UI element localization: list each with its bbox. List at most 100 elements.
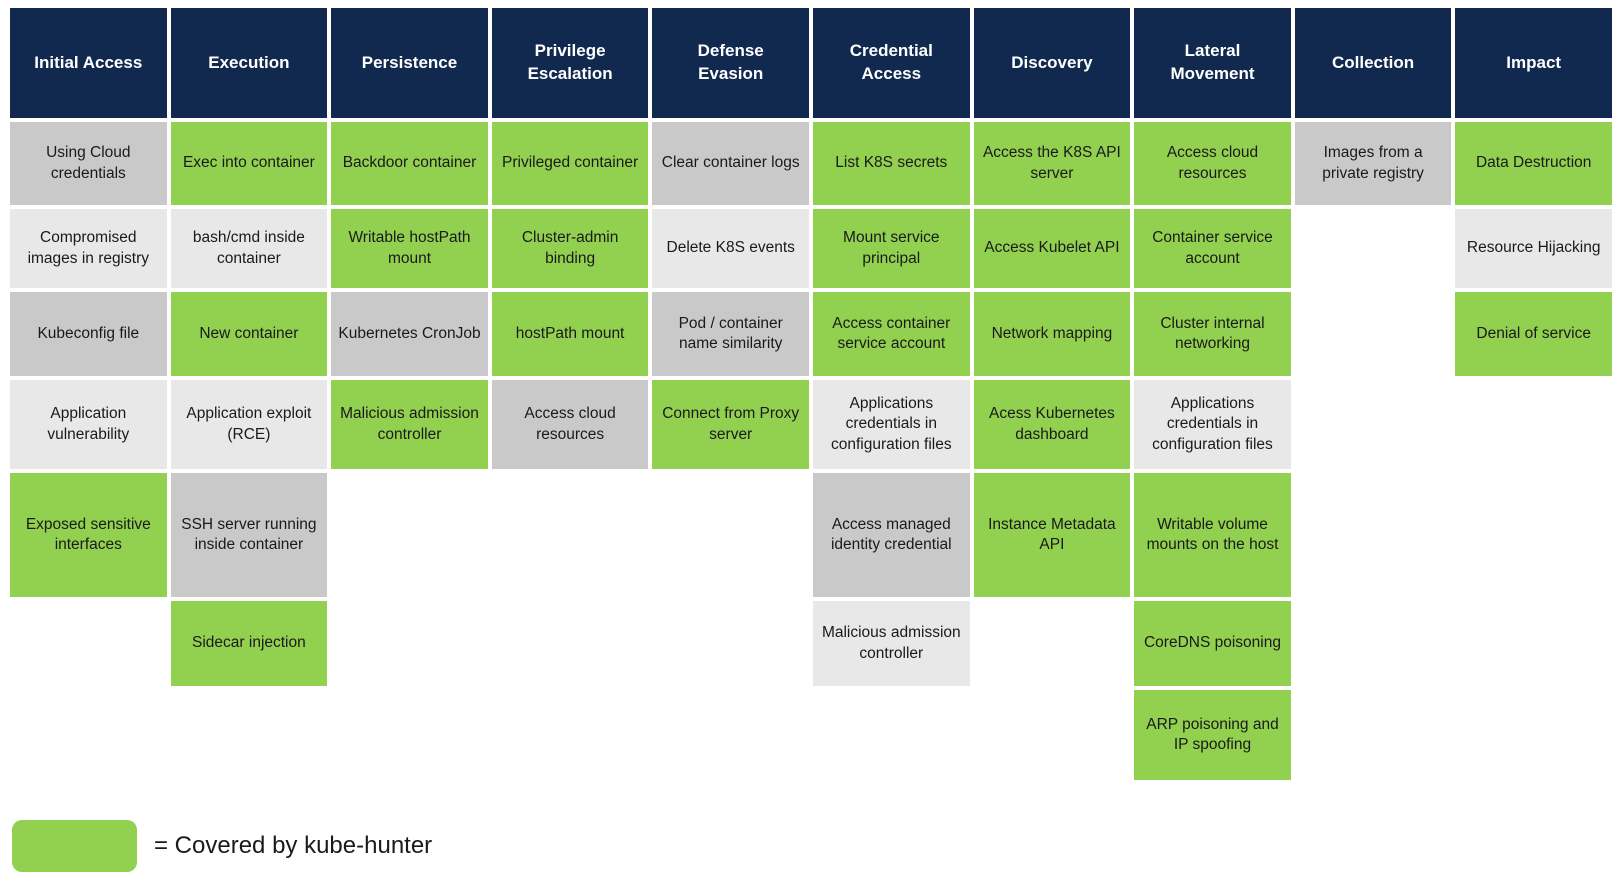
- technique-label: Container service account: [1152, 229, 1273, 267]
- technique-label: CoreDNS poisoning: [1143, 634, 1281, 652]
- technique-label: Data Destruction: [1475, 154, 1592, 172]
- technique-label: Images from a private registry: [1322, 144, 1424, 182]
- column-header-defense-evasion: Defense Evasion: [652, 8, 809, 118]
- technique-cell: Backdoor container: [331, 122, 488, 205]
- column-header-persistence: Persistence: [331, 8, 488, 118]
- technique-cell: Compromised images in registry: [10, 209, 167, 288]
- technique-cell: Connect from Proxy server: [652, 380, 809, 469]
- technique-cell: Applications credentials in configuratio…: [813, 380, 970, 469]
- technique-cell: Mount service principal: [813, 209, 970, 288]
- technique-label: Writable volume mounts on the host: [1146, 515, 1279, 553]
- technique-cell: Application exploit (RCE): [170, 380, 328, 469]
- technique-label: Delete K8S events: [666, 239, 795, 257]
- column-header-execution: Execution: [170, 8, 328, 118]
- technique-cell: Clear container logs: [652, 122, 809, 205]
- technique-label: Using Cloud credentials: [46, 144, 131, 182]
- technique-label: Applications credentials in configuratio…: [830, 395, 952, 453]
- technique-cell: Access cloud resources: [491, 380, 649, 469]
- technique-label: Sidecar injection: [192, 634, 306, 652]
- technique-label: Denial of service: [1476, 324, 1591, 342]
- technique-cell: Exposed sensitive interfaces: [10, 473, 167, 597]
- technique-label: Kubeconfig file: [37, 324, 140, 342]
- technique-label: Acess Kubernetes dashboard: [988, 405, 1115, 443]
- technique-label: Compromised images in registry: [27, 229, 150, 267]
- technique-label: Application exploit (RCE): [186, 405, 312, 443]
- column-header-privilege-escalation: Privilege Escalation: [491, 8, 649, 118]
- technique-cell: Writable hostPath mount: [331, 209, 488, 288]
- technique-label: hostPath mount: [515, 324, 625, 342]
- technique-cell: Malicious admission controller: [331, 380, 488, 469]
- technique-label: Access cloud resources: [524, 405, 616, 443]
- technique-cell: Images from a private registry: [1294, 122, 1452, 205]
- technique-label: Kubernetes CronJob: [338, 324, 481, 342]
- threat-matrix: Initial Access Execution Persistence Pri…: [10, 8, 1612, 780]
- technique-cell: Cluster-admin binding: [491, 209, 649, 288]
- technique-cell: Data Destruction: [1455, 122, 1612, 205]
- technique-cell: Using Cloud credentials: [10, 122, 167, 205]
- technique-label: Clear container logs: [661, 154, 800, 172]
- legend-label: = Covered by kube-hunter: [154, 832, 433, 859]
- technique-cell: Delete K8S events: [652, 209, 809, 288]
- technique-label: Exec into container: [182, 154, 315, 172]
- technique-cell: Cluster internal networking: [1134, 292, 1291, 376]
- technique-label: Access cloud resources: [1166, 144, 1259, 182]
- technique-cell: SSH server running inside container: [170, 473, 328, 597]
- column-header-impact: Impact: [1455, 8, 1612, 118]
- technique-label: Malicious admission controller: [340, 405, 479, 443]
- technique-cell: Writable volume mounts on the host: [1134, 473, 1291, 597]
- legend-covered-swatch: [12, 820, 137, 872]
- technique-cell: Exec into container: [170, 122, 328, 205]
- technique-cell: Instance Metadata API: [973, 473, 1131, 597]
- column-header-lateral-movement: Lateral Movement: [1134, 8, 1291, 118]
- technique-cell: Malicious admission controller: [813, 601, 970, 686]
- technique-label: Access the K8S API server: [982, 144, 1121, 182]
- technique-label: Writable hostPath mount: [348, 229, 471, 267]
- technique-cell: Access cloud resources: [1134, 122, 1291, 205]
- technique-cell: Access managed identity credential: [813, 473, 970, 597]
- technique-cell: Privileged container: [491, 122, 649, 205]
- technique-label: Resource Hijacking: [1466, 239, 1601, 257]
- technique-cell: Acess Kubernetes dashboard: [973, 380, 1131, 469]
- technique-cell: Applications credentials in configuratio…: [1134, 380, 1291, 469]
- technique-label: Malicious admission controller: [821, 624, 961, 662]
- technique-label: Cluster-admin binding: [521, 229, 619, 267]
- technique-label: Connect from Proxy server: [662, 405, 800, 443]
- technique-label: Backdoor container: [342, 154, 477, 172]
- technique-cell: Pod / container name similarity: [652, 292, 809, 376]
- technique-label: bash/cmd inside container: [192, 229, 305, 267]
- technique-cell: List K8S secrets: [813, 122, 970, 205]
- technique-cell: Application vulnerability: [10, 380, 167, 469]
- column-header-credential-access: Credential Access: [813, 8, 970, 118]
- technique-cell: hostPath mount: [491, 292, 649, 376]
- technique-label: New container: [199, 324, 299, 342]
- technique-label: Applications credentials in configuratio…: [1152, 395, 1273, 453]
- technique-cell: ARP poisoning and IP spoofing: [1134, 690, 1291, 780]
- technique-cell: Access the K8S API server: [973, 122, 1131, 205]
- column-header-collection: Collection: [1294, 8, 1452, 118]
- technique-label: Cluster internal networking: [1160, 314, 1265, 352]
- technique-label: Privileged container: [502, 154, 639, 172]
- technique-label: Network mapping: [991, 324, 1113, 342]
- technique-cell: Kubernetes CronJob: [331, 292, 488, 376]
- technique-cell: bash/cmd inside container: [170, 209, 328, 288]
- technique-cell: CoreDNS poisoning: [1134, 601, 1291, 686]
- technique-cell: Kubeconfig file: [10, 292, 167, 376]
- technique-label: Instance Metadata API: [988, 515, 1116, 553]
- technique-label: Access container service account: [832, 314, 951, 352]
- technique-cell: Container service account: [1134, 209, 1291, 288]
- technique-label: Pod / container name similarity: [678, 314, 783, 352]
- technique-cell: Access Kubelet API: [973, 209, 1131, 288]
- technique-label: Mount service principal: [843, 229, 940, 267]
- technique-label: Application vulnerability: [47, 405, 130, 443]
- technique-label: Access Kubelet API: [984, 239, 1120, 257]
- technique-label: List K8S secrets: [835, 154, 948, 172]
- technique-cell: Denial of service: [1455, 292, 1612, 376]
- technique-cell: Access container service account: [813, 292, 970, 376]
- technique-cell: Network mapping: [973, 292, 1131, 376]
- technique-label: Access managed identity credential: [830, 515, 952, 553]
- technique-label: ARP poisoning and IP spoofing: [1146, 715, 1279, 753]
- technique-label: SSH server running inside container: [181, 515, 317, 553]
- legend: = Covered by kube-hunter: [12, 820, 432, 872]
- column-header-initial-access: Initial Access: [10, 8, 167, 118]
- technique-cell: Sidecar injection: [170, 601, 328, 686]
